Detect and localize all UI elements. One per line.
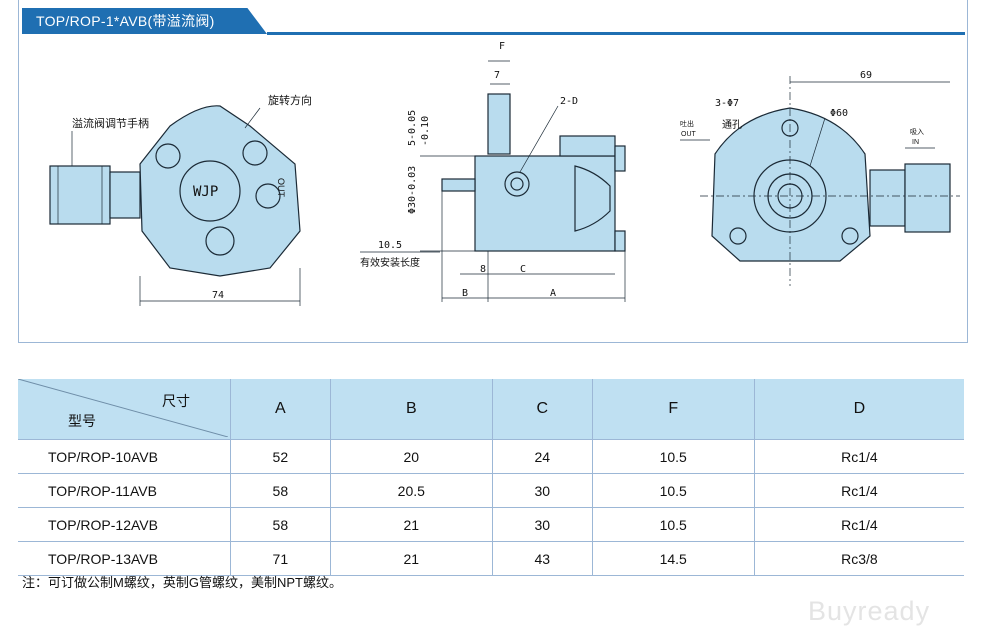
center-hub: [179, 160, 241, 222]
dim-5b: -0.10: [420, 116, 431, 146]
shaft: [441, 178, 476, 192]
table-header-row: 尺寸 型号 A B C F D: [18, 379, 964, 440]
model-cell: TOP/ROP-12AVB: [18, 507, 231, 542]
side-view-drawing: F 7 2-D 5-0.05 -0.10 Φ30-0.03 10.5 有效安装长…: [360, 41, 626, 302]
value-cell: 52: [230, 439, 331, 474]
dim-5: 5-0.05: [407, 110, 418, 146]
table-row: TOP/ROP-10AVB 52 20 24 10.5 Rc1/4: [18, 439, 964, 474]
model-cell: TOP/ROP-13AVB: [18, 541, 231, 576]
value-cell: 21: [330, 541, 493, 576]
value-cell: 30: [492, 473, 593, 508]
value-cell: 10.5: [592, 507, 755, 542]
dim-7: 7: [494, 70, 500, 81]
table-row: TOP/ROP-13AVB 71 21 43 14.5 Rc3/8: [18, 541, 964, 576]
dim-c: C: [520, 264, 526, 275]
value-cell: 43: [492, 541, 593, 576]
value-cell: Rc1/4: [754, 439, 964, 474]
section-title-underline: [267, 32, 965, 35]
dim-69: 69: [860, 70, 872, 81]
dim-a: A: [550, 288, 556, 299]
dim-phi30: Φ30-0.03: [407, 166, 418, 214]
dim-3phi7: 3-Φ7: [715, 98, 739, 109]
out-port-label: OUT: [276, 178, 286, 198]
value-cell: 20.5: [330, 473, 493, 508]
spec-table: 尺寸 型号 A B C F D TOP/ROP-10AVB 52 20 24 1…: [18, 379, 964, 576]
value-cell: Rc3/8: [754, 541, 964, 576]
out-label-cn: 吐出: [680, 119, 694, 128]
value-cell: 21: [330, 507, 493, 542]
watermark: Buyready: [808, 596, 931, 626]
install-length-label: 有效安装长度: [360, 256, 420, 269]
model-cell: TOP/ROP-10AVB: [18, 439, 231, 474]
column-header: D: [754, 379, 964, 440]
value-cell: 58: [230, 507, 331, 542]
in-label: IN: [912, 139, 919, 146]
dim-f: F: [499, 41, 505, 52]
table-row: TOP/ROP-11AVB 58 20.5 30 10.5 Rc1/4: [18, 473, 964, 508]
value-cell: 20: [330, 439, 493, 474]
relief-handle: [49, 165, 111, 225]
column-header: A: [230, 379, 331, 440]
value-cell: 10.5: [592, 439, 755, 474]
value-cell: Rc1/4: [754, 473, 964, 508]
column-header: B: [330, 379, 493, 440]
model-cell: TOP/ROP-11AVB: [18, 473, 231, 508]
dim-8: 8: [480, 264, 486, 275]
dim-10-5: 10.5: [378, 240, 402, 251]
dim-phi60: Φ60: [830, 108, 848, 119]
value-cell: 71: [230, 541, 331, 576]
technical-drawings: WJP OUT 溢流阀调节手柄 旋转方向 74 F 7 2-D 5-0.05 -…: [49, 41, 960, 306]
brand-text: WJP: [193, 184, 218, 200]
value-cell: 24: [492, 439, 593, 474]
relief-label: 溢流阀调节手柄: [72, 116, 149, 130]
in-label-cn: 吸入: [910, 128, 924, 136]
dim-b: B: [462, 288, 468, 299]
footnote: 注：可订做公制M螺纹，英制G管螺纹，美制NPT螺纹。: [22, 575, 342, 590]
rear-view-drawing: 69 3-Φ7 通孔 Φ60 吐出 OUT 吸入 IN: [680, 70, 960, 286]
column-header: F: [592, 379, 755, 440]
out-label: OUT: [681, 131, 697, 138]
dim-74: 74: [212, 290, 224, 301]
table-row: TOP/ROP-12AVB 58 21 30 10.5 Rc1/4: [18, 507, 964, 542]
dim-2d: 2-D: [560, 96, 578, 107]
through-hole-label: 通孔: [722, 119, 742, 131]
column-header: C: [492, 379, 593, 440]
inlet-fitting: [869, 169, 906, 227]
header-model: 型号: [68, 413, 96, 429]
header-size: 尺寸: [162, 393, 190, 409]
corner-header: 尺寸 型号: [18, 379, 231, 440]
value-cell: 58: [230, 473, 331, 508]
value-cell: 14.5: [592, 541, 755, 576]
value-cell: 10.5: [592, 473, 755, 508]
section-title: TOP/ROP-1*AVB(带溢流阀): [22, 8, 267, 34]
diagonal-line: [18, 379, 228, 437]
value-cell: Rc1/4: [754, 507, 964, 542]
value-cell: 30: [492, 507, 593, 542]
rotation-label: 旋转方向: [268, 93, 312, 107]
front-view-drawing: WJP OUT 溢流阀调节手柄 旋转方向 74: [49, 93, 312, 306]
